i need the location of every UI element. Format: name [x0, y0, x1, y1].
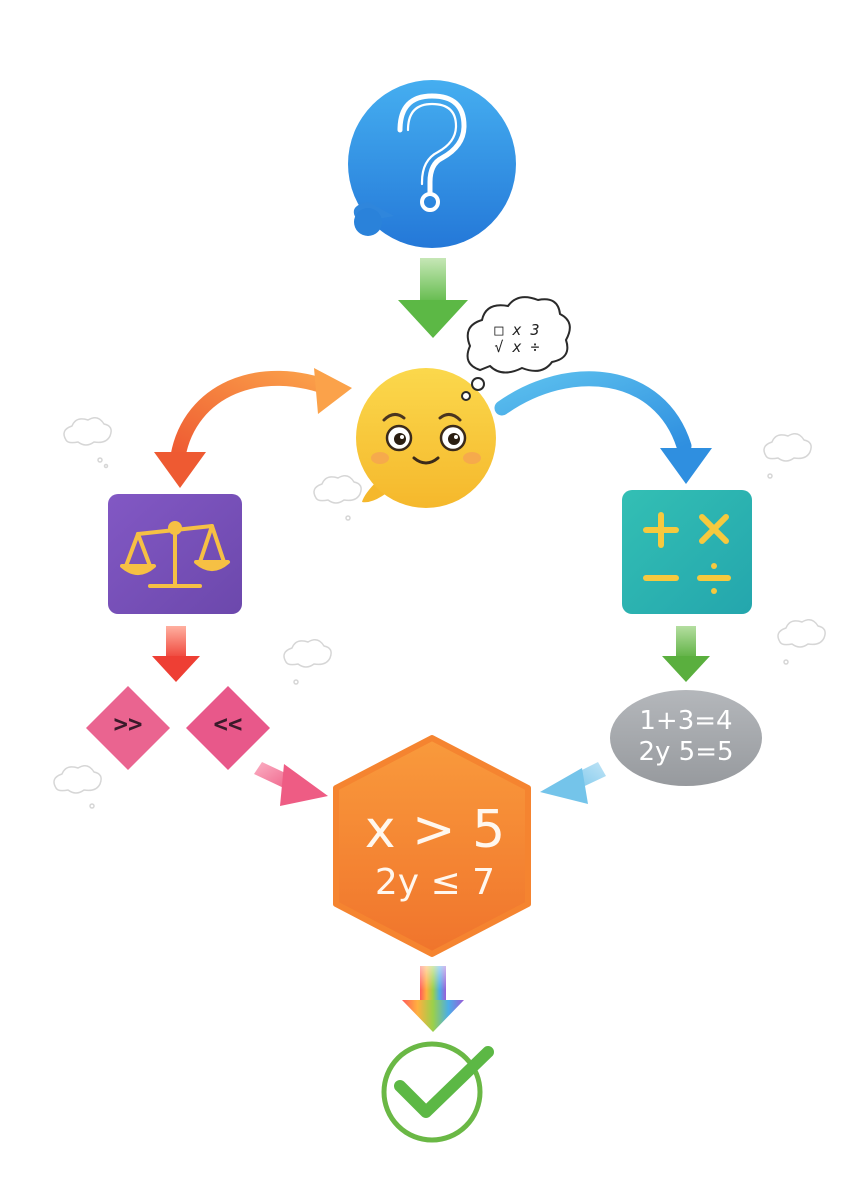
- arrow-comparison-to-inequality: [254, 762, 328, 806]
- question-bubble: [348, 80, 516, 248]
- comparison-diamond-less: [186, 686, 270, 770]
- equations-ellipse: [610, 690, 762, 786]
- math-operators-icon: [643, 512, 731, 594]
- inequality-line-1: x > 5: [364, 800, 506, 860]
- math-operators-box: [622, 490, 752, 614]
- thought-bubble: [461, 296, 571, 401]
- arrow-operators-to-equations: [662, 626, 710, 682]
- decor-cloud-4-icon: [283, 639, 332, 685]
- decor-cloud-3-icon: [763, 433, 812, 479]
- arrow-equations-to-inequality: [540, 762, 606, 804]
- thought-line-1: □ x 3: [494, 321, 540, 339]
- decor-cloud-1-icon: [63, 417, 112, 469]
- greater-than-label: >>: [113, 710, 143, 738]
- question-icon: [397, 93, 467, 212]
- comparison-diamond-greater: [86, 686, 170, 770]
- thought-math-text: □ x 3 √ x ÷: [472, 322, 562, 356]
- balance-scale-box: [108, 494, 242, 614]
- equation-line-2: 2y 5=5: [638, 737, 734, 767]
- thought-line-2: √ x ÷: [494, 338, 540, 356]
- checkmark-icon: [394, 1046, 494, 1118]
- arrow-scale-to-comparison: [152, 626, 200, 682]
- less-than-label: <<: [213, 710, 243, 738]
- inequality-hexagon: [333, 735, 531, 957]
- arrow-face-to-scale: [154, 368, 352, 488]
- decor-cloud-6-icon: [53, 765, 102, 809]
- decor-cloud-2-icon: [313, 475, 362, 521]
- arrow-face-to-operators: [494, 371, 712, 484]
- decor-cloud-5-icon: [777, 619, 826, 665]
- thinking-face: [356, 368, 496, 508]
- balance-scale-icon: [120, 521, 230, 588]
- arrow-inequality-to-check: [402, 966, 464, 1032]
- checkmark-circle: [381, 1041, 494, 1143]
- equations-text: 1+3=4 2y 5=5: [612, 706, 760, 768]
- arrow-question-to-face: [398, 258, 468, 338]
- thinking-face-icon: [371, 413, 481, 465]
- inequality-line-2: 2y ≤ 7: [374, 862, 496, 903]
- equation-line-1: 1+3=4: [639, 706, 733, 736]
